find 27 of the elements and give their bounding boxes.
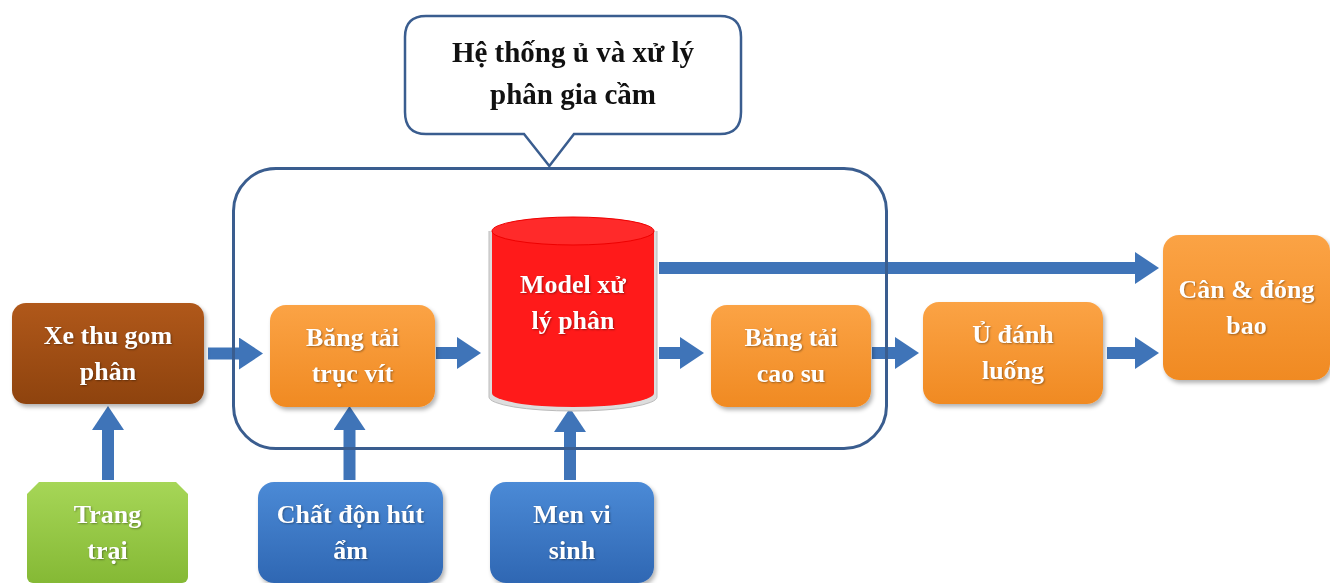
process-box <box>1163 235 1330 380</box>
node-label: Men vi sinh <box>532 498 612 567</box>
node-label: Băng tải trục vít <box>304 322 401 390</box>
node-label: Ủ đánh luống <box>971 319 1055 387</box>
node-label: Hệ thống ủ và xử lý phân gia cầm <box>450 35 696 112</box>
input-box <box>258 482 443 583</box>
node-label: Chất độn hút ẩm <box>275 498 426 567</box>
node-label: Cân & đóng bao <box>1177 273 1316 342</box>
process-box <box>923 302 1103 404</box>
block-arrow <box>1107 337 1159 369</box>
block-arrow <box>436 337 481 369</box>
input-box <box>27 482 188 583</box>
node-label: Trang trại <box>72 498 143 567</box>
block-arrow <box>208 337 263 370</box>
input-box <box>490 482 654 583</box>
node-label: Model xử lý phân <box>519 269 627 337</box>
group-frame <box>232 167 888 450</box>
block-arrow <box>659 252 1159 284</box>
process-box <box>12 303 204 404</box>
block-arrow <box>872 337 919 369</box>
node-label: Băng tải cao su <box>743 322 839 390</box>
block-arrow <box>659 337 704 369</box>
process-box <box>711 305 871 407</box>
process-box <box>270 305 435 407</box>
block-arrow <box>92 406 124 480</box>
block-arrow <box>333 406 366 480</box>
node-label: Xe thu gom phân <box>42 319 174 388</box>
